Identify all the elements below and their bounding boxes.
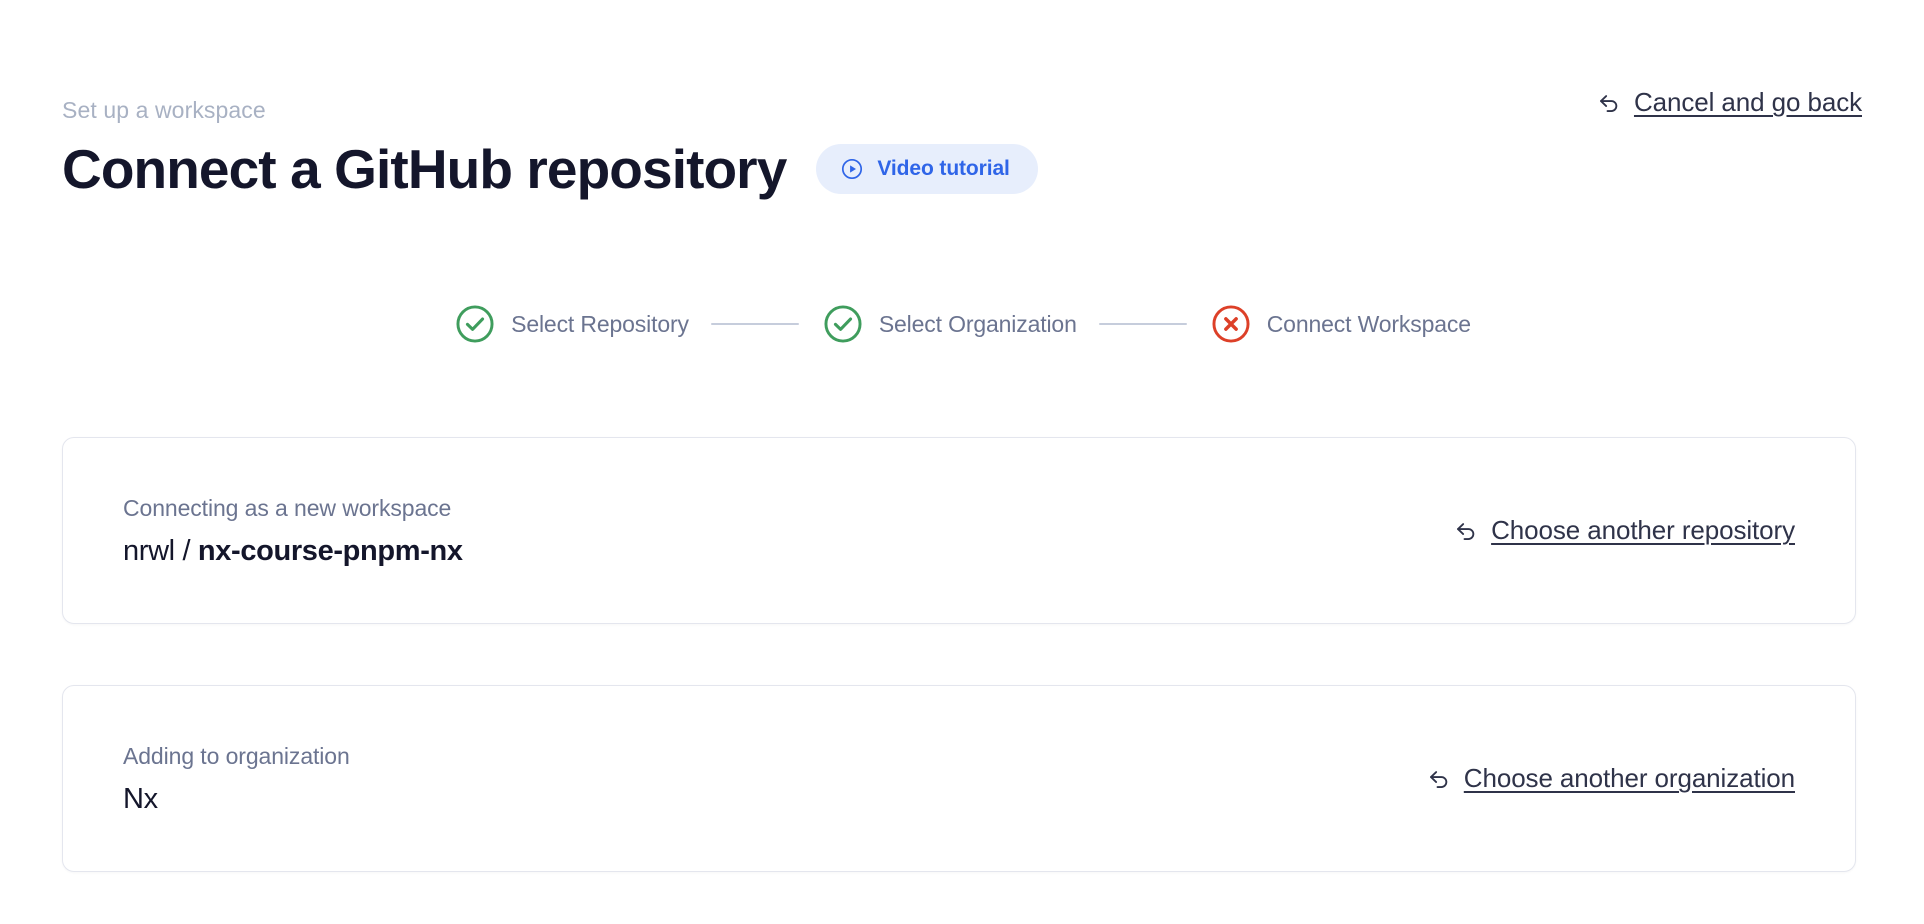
video-tutorial-button[interactable]: Video tutorial [816, 144, 1038, 194]
title-row: Connect a GitHub repository Video tutori… [62, 138, 1038, 200]
page-header: Set up a workspace Connect a GitHub repo… [0, 0, 1924, 240]
undo-arrow-icon [1453, 518, 1479, 544]
repository-card-value: nrwl / nx-course-pnpm-nx [123, 534, 463, 568]
step-select-repository[interactable]: Select Repository [453, 302, 689, 346]
step-label-select-organization: Select Organization [878, 310, 1077, 337]
check-circle-icon [821, 302, 865, 346]
organization-card-caption: Adding to organization [123, 743, 350, 769]
progress-stepper: Select Repository Select Organization Co… [0, 302, 1924, 346]
organization-card: Adding to organization Nx Choose another… [62, 685, 1856, 872]
choose-another-organization-label: Choose another organization [1463, 763, 1795, 793]
organization-card-info: Adding to organization Nx [123, 741, 350, 816]
repository-owner: nrwl / [123, 535, 198, 567]
x-circle-icon [1209, 302, 1253, 346]
organization-card-value: Nx [123, 782, 350, 816]
step-label-connect-workspace: Connect Workspace [1266, 310, 1471, 337]
page-title: Connect a GitHub repository [62, 138, 787, 200]
undo-arrow-icon [1596, 90, 1622, 116]
repository-card-caption: Connecting as a new workspace [123, 495, 452, 521]
stepper-connector-1 [710, 323, 799, 325]
step-label-select-repository: Select Repository [511, 310, 689, 337]
breadcrumb-eyebrow: Set up a workspace [62, 97, 266, 123]
cancel-and-go-back-label: Cancel and go back [1633, 87, 1862, 117]
repository-card-info: Connecting as a new workspace nrwl / nx-… [123, 493, 463, 568]
repository-card: Connecting as a new workspace nrwl / nx-… [62, 437, 1856, 624]
cancel-and-go-back-link[interactable]: Cancel and go back [1596, 87, 1862, 118]
step-connect-workspace[interactable]: Connect Workspace [1209, 302, 1471, 346]
repository-name: nx-course-pnpm-nx [197, 535, 463, 567]
organization-name: Nx [123, 783, 158, 815]
choose-another-repository-link[interactable]: Choose another repository [1453, 515, 1795, 546]
play-circle-icon [840, 157, 864, 181]
step-select-organization[interactable]: Select Organization [821, 302, 1077, 346]
undo-arrow-icon [1426, 766, 1452, 792]
check-circle-icon [453, 302, 497, 346]
stepper-connector-2 [1098, 323, 1187, 325]
choose-another-repository-label: Choose another repository [1491, 515, 1795, 545]
choose-another-organization-link[interactable]: Choose another organization [1426, 763, 1795, 794]
video-tutorial-label: Video tutorial [877, 157, 1010, 180]
